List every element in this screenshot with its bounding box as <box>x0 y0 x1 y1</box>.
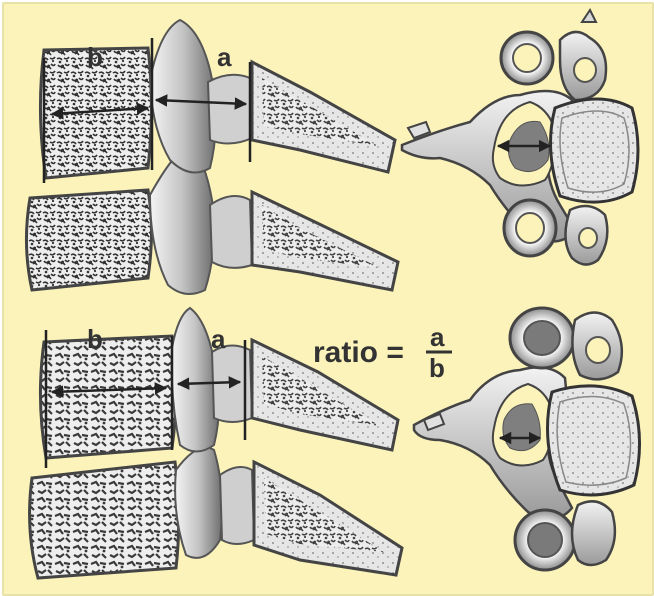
bottom-b-label: b <box>87 324 103 354</box>
ratio-prefix: ratio = <box>313 336 404 369</box>
top-axial-vertebra <box>402 10 638 265</box>
ratio-denominator: b <box>429 353 445 383</box>
bottom-a-label: a <box>211 324 226 354</box>
top-a-label: a <box>217 42 232 72</box>
ratio-formula: ratio = a b <box>313 322 452 383</box>
ratio-numerator: a <box>430 322 445 352</box>
top-b-label: b <box>87 42 103 72</box>
bottom-lower-vertebra <box>30 448 402 579</box>
top-sagittal-vertebrae: b a <box>26 20 398 294</box>
bottom-axial-vertebra <box>414 308 640 570</box>
